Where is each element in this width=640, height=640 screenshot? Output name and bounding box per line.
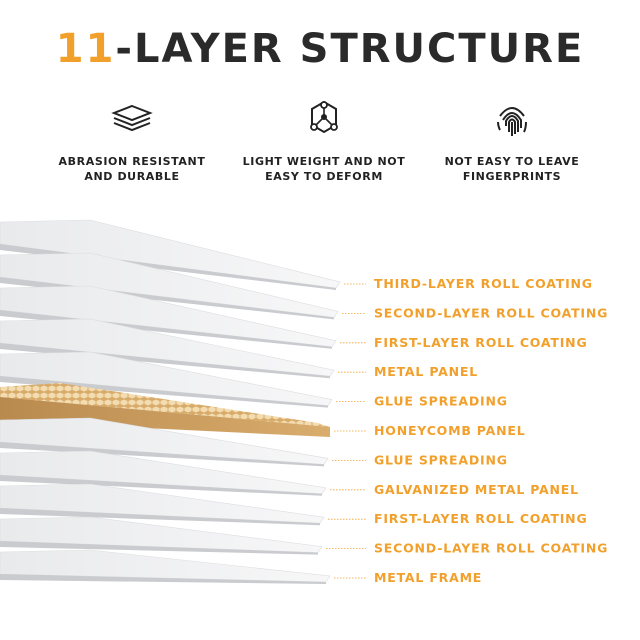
feature-lightweight: LIGHT WEIGHT AND NOT EASY TO DEFORM xyxy=(234,96,414,184)
layer-sheet xyxy=(0,516,323,555)
feature-label-line2: AND DURABLE xyxy=(84,170,180,183)
feature-fingerprint: NOT EASY TO LEAVE FINGERPRINTS xyxy=(422,96,602,184)
feature-label-line1: LIGHT WEIGHT AND NOT xyxy=(242,155,406,168)
layer-label: FIRST-LAYER ROLL COATING xyxy=(374,511,588,526)
feature-label-line1: ABRASION RESISTANT xyxy=(58,155,206,168)
layer-label: FIRST-LAYER ROLL COATING xyxy=(374,335,588,350)
layer-label: HONEYCOMB PANEL xyxy=(374,423,525,438)
layer-label: GLUE SPREADING xyxy=(374,452,508,467)
fingerprint-icon xyxy=(497,107,527,136)
title-number: 11 xyxy=(55,26,116,72)
sheet-stack xyxy=(0,219,341,584)
molecule-icon xyxy=(310,100,338,134)
feature-label-line2: FINGERPRINTS xyxy=(462,170,562,183)
layer-sheet xyxy=(0,318,335,379)
feature-label-line2: EASY TO DEFORM xyxy=(265,170,383,183)
layer-sheet xyxy=(0,483,325,526)
layers-icon xyxy=(111,104,153,132)
feature-abrasion: ABRASION RESISTANT AND DURABLE xyxy=(42,96,222,184)
layer-label: SECOND-LAYER ROLL COATING xyxy=(374,305,608,320)
layer-label: GLUE SPREADING xyxy=(374,394,508,409)
feature-label-line1: NOT EASY TO LEAVE xyxy=(444,155,580,168)
layer-sheet xyxy=(0,383,330,437)
layer-sheet xyxy=(0,450,327,496)
layer-sheet xyxy=(0,549,331,584)
layer-sheet xyxy=(0,351,333,408)
layer-sheet xyxy=(0,417,329,467)
title-text: -LAYER STRUCTURE xyxy=(115,26,585,72)
layer-label: GALVANIZED METAL PANEL xyxy=(374,482,579,497)
page-title: 11-LAYER STRUCTURE xyxy=(0,26,640,72)
layer-label: METAL PANEL xyxy=(374,364,478,379)
layer-label: SECOND-LAYER ROLL COATING xyxy=(374,541,608,556)
layer-label: METAL FRAME xyxy=(374,570,482,585)
layer-labels: THIRD-LAYER ROLL COATING SECOND-LAYER ROL… xyxy=(326,276,608,585)
layer-label: THIRD-LAYER ROLL COATING xyxy=(374,276,593,291)
